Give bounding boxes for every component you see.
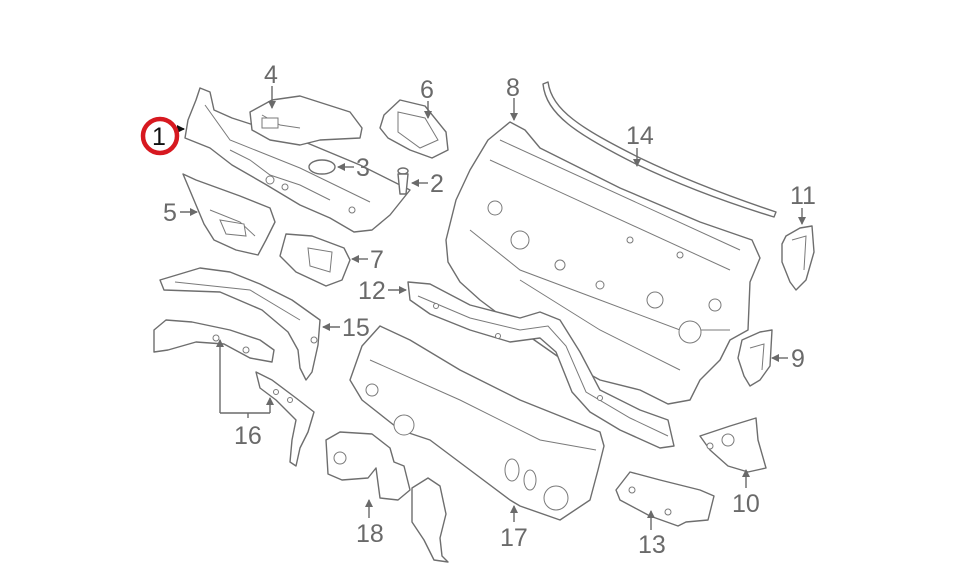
part-17-insulation[interactable] bbox=[349, 325, 605, 521]
callout-14-label[interactable]: 14 bbox=[626, 122, 654, 150]
callout-12-label[interactable]: 12 bbox=[358, 277, 386, 305]
part-15-pillar-reinforcement[interactable] bbox=[159, 267, 321, 381]
callout-8-label[interactable]: 8 bbox=[506, 74, 520, 102]
part-7-vent-insert[interactable] bbox=[279, 233, 351, 287]
part-2-clip[interactable] bbox=[397, 167, 409, 195]
part-11-side-bracket[interactable] bbox=[781, 225, 815, 291]
callout-13-label[interactable]: 13 bbox=[638, 531, 666, 559]
callout-4-label[interactable]: 4 bbox=[264, 61, 278, 89]
callout-labels: 2 3 4 5 6 7 8 9 10 11 12 13 14 15 16 17 … bbox=[163, 61, 816, 559]
part-9-bracket[interactable] bbox=[737, 329, 773, 387]
callout-17-label[interactable]: 17 bbox=[500, 524, 528, 552]
callout-1-highlighted[interactable]: 1 bbox=[140, 116, 180, 156]
callout-9-label[interactable]: 9 bbox=[791, 345, 805, 373]
part-14-seal-strip[interactable] bbox=[542, 81, 777, 218]
part-1-cowl-panel[interactable] bbox=[184, 87, 411, 233]
highlight-ring bbox=[140, 116, 180, 156]
part-5-side-trim[interactable] bbox=[182, 173, 276, 256]
part-3-grommet[interactable] bbox=[308, 159, 336, 175]
callout-16-label[interactable]: 16 bbox=[234, 422, 262, 450]
callout-3-label[interactable]: 3 bbox=[356, 154, 370, 182]
callout-5-label[interactable]: 5 bbox=[163, 199, 177, 227]
callout-2-label[interactable]: 2 bbox=[430, 170, 444, 198]
part-6-bracket[interactable] bbox=[379, 99, 449, 159]
part-18-wheelhouse[interactable] bbox=[325, 431, 449, 563]
callout-18-label[interactable]: 18 bbox=[356, 520, 384, 548]
part-13-lower-reinforcement[interactable] bbox=[615, 471, 715, 527]
part-8-firewall[interactable] bbox=[445, 121, 761, 405]
part-12-cross-member[interactable] bbox=[407, 281, 675, 449]
callout-7-label[interactable]: 7 bbox=[370, 246, 384, 274]
callout-10-label[interactable]: 10 bbox=[732, 490, 760, 518]
callout-1-label: 1 bbox=[152, 123, 166, 151]
callout-15-label[interactable]: 15 bbox=[342, 314, 370, 342]
part-4-cowl-cover[interactable] bbox=[249, 95, 363, 146]
part-10-strut-reinforcement[interactable] bbox=[699, 417, 767, 473]
callout-11-label[interactable]: 11 bbox=[790, 182, 816, 210]
leader-lines bbox=[172, 86, 806, 530]
callout-6-label[interactable]: 6 bbox=[420, 76, 434, 104]
